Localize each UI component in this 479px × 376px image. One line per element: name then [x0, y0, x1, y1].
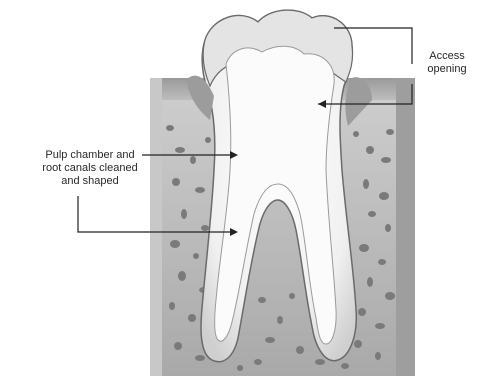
access-opening-label: Access opening	[416, 50, 478, 76]
pulp-chamber-label: Pulp chamber and root canals cleaned and…	[4, 149, 176, 188]
access-label-line-1: Access	[416, 50, 478, 63]
pulp-label-line-3: and shaped	[4, 175, 176, 188]
access-label-line-2: opening	[416, 63, 478, 76]
pulp-label-line-2: root canals cleaned	[4, 162, 176, 175]
pulp-label-line-1: Pulp chamber and	[4, 149, 176, 162]
